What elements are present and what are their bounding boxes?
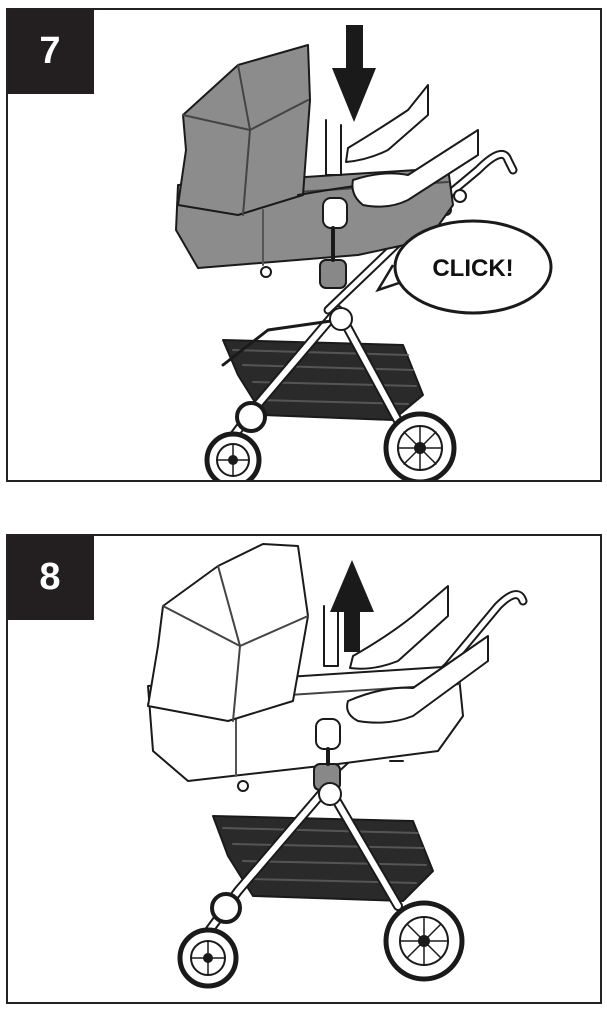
rear-wheel (383, 900, 465, 982)
front-wheel (177, 927, 239, 989)
arrow-down-icon (332, 25, 376, 122)
step-7-illustration: CLICK! (175, 25, 553, 480)
hand-lower (346, 635, 489, 724)
hand-upper (349, 585, 449, 670)
front-wheel (204, 431, 262, 480)
seat-adapter (315, 718, 341, 750)
step-number-badge: 8 (8, 536, 94, 620)
step-8-illustration (147, 543, 528, 989)
bassinet-canopy (147, 543, 309, 722)
lower-frame (221, 318, 340, 367)
rear-wheel (383, 411, 457, 480)
hand-lower (351, 129, 479, 208)
arrow-up-icon (330, 560, 374, 652)
seat-adapter (322, 197, 348, 229)
small-wheel (235, 401, 267, 433)
bassinet-canopy (177, 44, 311, 216)
hand-upper (345, 84, 429, 163)
step-7-panel: 7 (6, 8, 602, 482)
step-8-panel: 8 (6, 534, 602, 1004)
click-callout: CLICK! (375, 219, 553, 315)
step-number-badge: 7 (8, 10, 94, 94)
click-callout-text: CLICK! (432, 255, 513, 282)
small-wheel (210, 892, 242, 924)
